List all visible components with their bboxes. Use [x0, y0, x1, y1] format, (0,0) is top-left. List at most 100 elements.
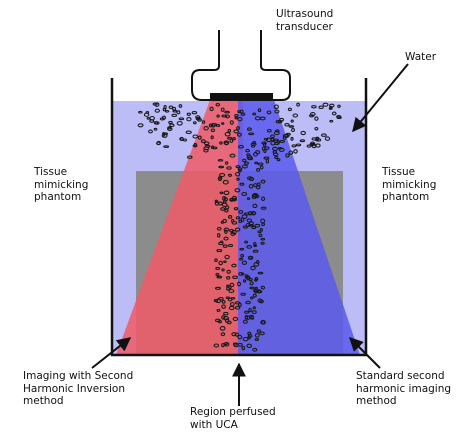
contrast-bubble — [262, 142, 267, 147]
contrast-bubble — [228, 288, 235, 294]
contrast-bubble — [234, 116, 238, 120]
contrast-bubble — [263, 137, 269, 141]
contrast-bubble — [241, 260, 248, 265]
contrast-bubble — [274, 155, 279, 160]
transducer-face — [210, 93, 273, 101]
contrast-bubble — [176, 110, 181, 115]
contrast-bubble — [257, 230, 262, 234]
contrast-bubble — [223, 197, 228, 202]
contrast-bubble — [284, 123, 290, 127]
contrast-bubble — [229, 153, 236, 158]
contrast-bubble — [237, 167, 243, 171]
contrast-bubble — [192, 134, 199, 139]
contrast-bubble — [291, 127, 295, 133]
contrast-bubble — [266, 128, 272, 133]
contrast-bubble — [261, 319, 265, 325]
transducer-label: Ultrasound transducer — [276, 8, 334, 33]
contrast-bubble — [260, 179, 266, 184]
contrast-bubble — [314, 116, 319, 121]
contrast-bubble — [257, 108, 262, 113]
contrast-bubble — [244, 274, 249, 279]
contrast-bubble — [236, 281, 242, 287]
contrast-bubble — [222, 179, 229, 185]
contrast-bubble — [187, 155, 193, 159]
contrast-bubble — [318, 105, 324, 110]
contrast-bubble — [244, 161, 249, 165]
contrast-bubble — [272, 138, 279, 142]
contrast-bubble — [240, 217, 245, 222]
contrast-bubble — [164, 109, 170, 113]
contrast-bubble — [272, 146, 278, 151]
contrast-bubble — [285, 153, 290, 158]
contrast-bubble — [237, 342, 243, 347]
contrast-bubble — [156, 141, 161, 146]
contrast-bubble — [148, 129, 153, 134]
contrast-bubble — [217, 275, 222, 279]
contrast-bubble — [230, 230, 237, 235]
contrast-bubble — [237, 334, 243, 340]
red-beam-second-harmonic-inversion — [116, 100, 243, 355]
contrast-bubble — [185, 130, 192, 135]
contrast-bubble — [229, 120, 234, 125]
contrast-bubble — [322, 102, 329, 107]
contrast-bubble — [221, 114, 228, 118]
contrast-bubble — [217, 201, 223, 206]
contrast-bubble — [223, 140, 230, 145]
contrast-bubble — [292, 113, 299, 118]
contrast-bubble — [270, 140, 276, 146]
contrast-bubble — [163, 132, 169, 136]
contrast-bubble — [234, 114, 239, 118]
contrast-bubble — [254, 333, 260, 338]
contrast-bubble — [226, 286, 230, 291]
contrast-bubble — [239, 257, 244, 261]
contrast-bubble — [228, 305, 235, 311]
contrast-bubble — [245, 148, 250, 153]
contrast-bubble — [336, 114, 342, 119]
contrast-bubble — [219, 172, 226, 178]
contrast-bubble — [240, 112, 246, 116]
contrast-bubble — [200, 139, 206, 144]
contrast-bubble — [169, 123, 175, 128]
contrast-bubble — [256, 289, 262, 294]
contrast-bubble — [172, 109, 178, 113]
contrast-bubble — [239, 182, 245, 186]
water-label: Water — [405, 51, 437, 63]
contrast-bubble — [201, 120, 206, 124]
contrast-bubble — [274, 109, 280, 114]
contrast-bubble — [221, 268, 225, 272]
contrast-bubble — [222, 244, 228, 248]
contrast-bubble — [220, 107, 225, 112]
contrast-bubble — [233, 129, 239, 134]
contrast-bubble — [233, 207, 239, 211]
contrast-bubble — [278, 147, 285, 152]
contrast-bubble — [276, 158, 281, 162]
contrast-bubble — [238, 144, 244, 149]
contrast-bubble — [314, 126, 319, 131]
contrast-bubble — [263, 156, 270, 160]
contrast-bubble — [247, 255, 253, 260]
contrast-bubble — [223, 190, 230, 196]
contrast-bubble — [260, 218, 266, 224]
contrast-bubble — [252, 203, 258, 209]
contrast-bubble — [210, 145, 215, 150]
contrast-bubble — [275, 129, 280, 133]
imaging-right-arrow — [349, 337, 381, 369]
ultrasound-transducer-icon — [191, 30, 291, 101]
contrast-bubble — [248, 308, 252, 313]
contrast-bubble — [224, 254, 230, 260]
contrast-bubble — [210, 135, 214, 140]
water-tank-outline — [110, 78, 368, 357]
contrast-bubble — [252, 347, 258, 352]
contrast-bubble — [226, 275, 231, 280]
contrast-bubble — [239, 247, 245, 251]
contrast-bubble — [203, 141, 210, 146]
contrast-bubble — [241, 272, 245, 276]
contrast-bubble — [162, 107, 167, 112]
contrast-bubble — [241, 214, 248, 219]
contrast-bubble — [337, 104, 341, 108]
contrast-bubble — [287, 107, 292, 112]
imaging-left-arrow — [91, 337, 132, 369]
contrast-bubble — [153, 121, 159, 125]
contrast-bubble — [216, 114, 220, 118]
contrast-bubble — [235, 216, 241, 220]
